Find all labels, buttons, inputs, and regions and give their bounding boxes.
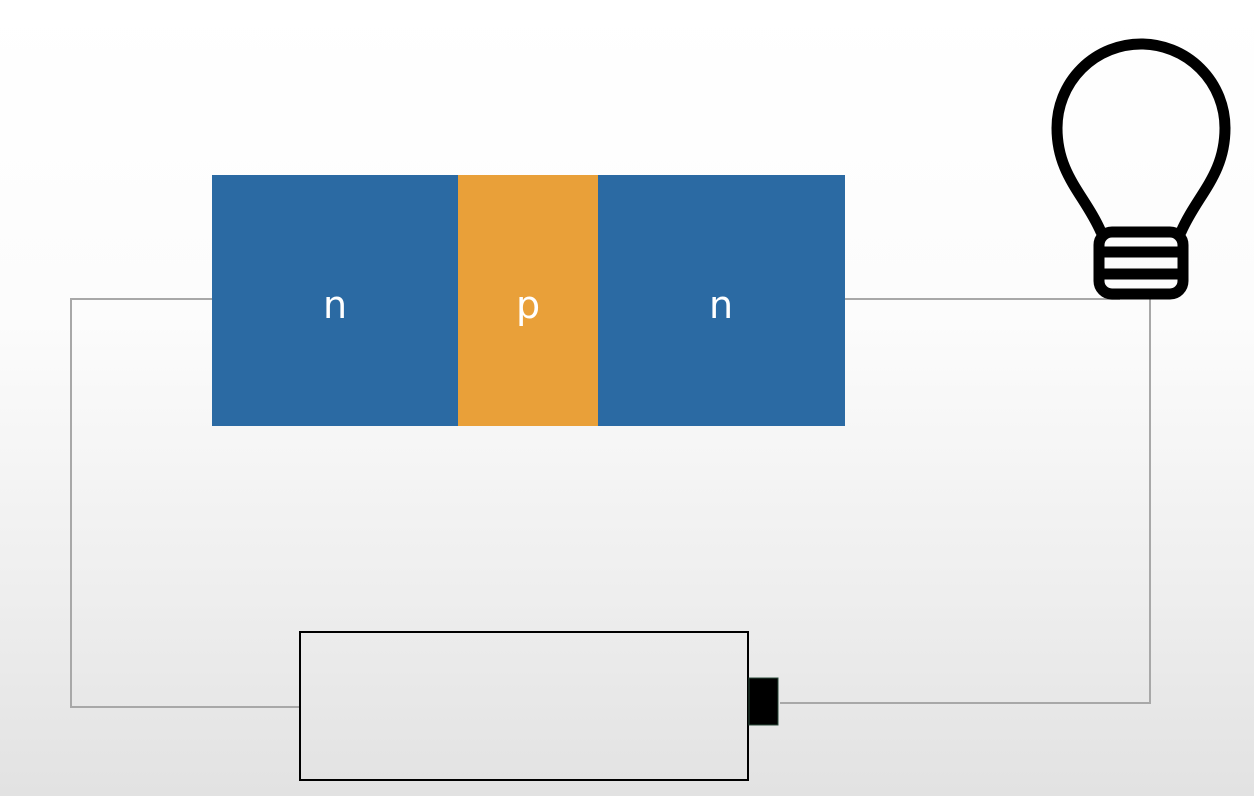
bulb-base: [1093, 226, 1189, 300]
circuit-wires: [70, 290, 1151, 708]
emitter-region: [212, 175, 458, 426]
battery-body: [299, 631, 749, 781]
collector-label: n: [709, 283, 733, 327]
base-region: [458, 175, 598, 426]
collector-region: [598, 175, 845, 426]
light-bulb-icon: [1051, 38, 1231, 300]
bulb-glass: [1051, 38, 1231, 238]
base-label: p: [516, 283, 540, 327]
npn-transistor: n p n: [212, 175, 845, 426]
battery-terminal: [748, 677, 779, 726]
wire-right: [780, 290, 1151, 704]
wire-left: [70, 298, 300, 708]
emitter-label: n: [323, 283, 347, 327]
battery: [299, 631, 779, 781]
